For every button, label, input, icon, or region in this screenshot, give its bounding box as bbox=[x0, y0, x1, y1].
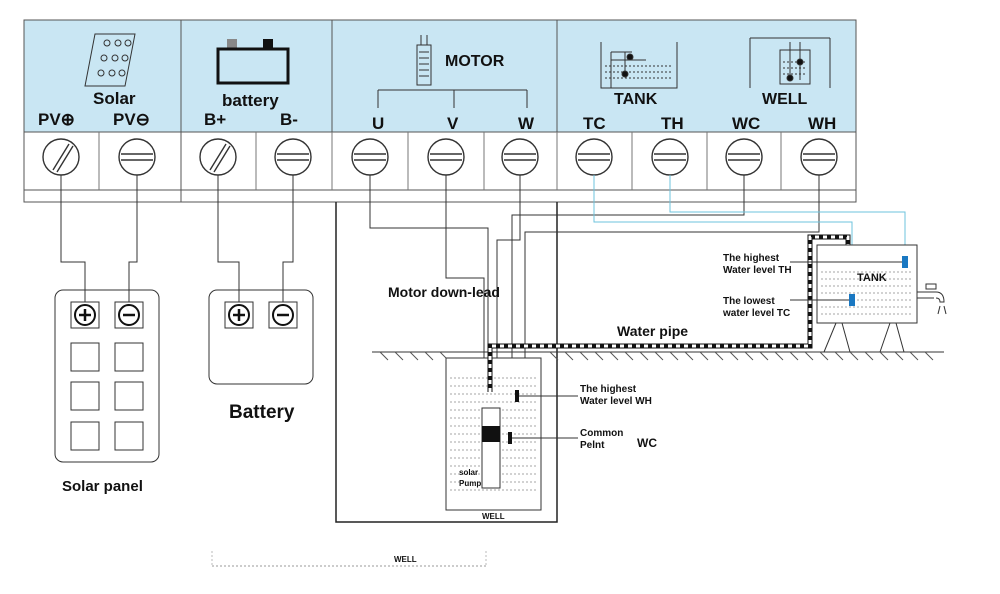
terminal-label-wh: WH bbox=[808, 114, 837, 133]
ground bbox=[372, 351, 944, 361]
panel-base bbox=[23, 189, 857, 203]
terminal-label-pv-plus: PV⊕ bbox=[38, 110, 75, 129]
screw-th bbox=[651, 138, 689, 176]
well-icon bbox=[749, 37, 831, 88]
header-well-label: WELL bbox=[762, 91, 808, 108]
power-wires bbox=[60, 175, 294, 302]
header-motor-label: MOTOR bbox=[445, 53, 505, 70]
terminal-label-v: V bbox=[447, 114, 459, 133]
controller-panel bbox=[23, 19, 857, 133]
terminal-label-u: U bbox=[372, 114, 385, 133]
motor-down-lead-label: Motor down-lead bbox=[388, 284, 500, 300]
terminal-label-w: W bbox=[518, 114, 535, 133]
header-solar-label: Solar bbox=[93, 89, 136, 108]
tank-highest-line1: The highest bbox=[723, 253, 780, 264]
solar-panel-icon bbox=[84, 33, 136, 87]
tank-highest-line2: Water level TH bbox=[723, 265, 792, 276]
tank-highest-label: The highest Water level TH bbox=[723, 253, 792, 277]
tank-device bbox=[816, 244, 918, 353]
common-point-line1: Common bbox=[580, 428, 624, 439]
well-highest-line1: The highest bbox=[580, 384, 637, 395]
well-inner-label: WELL bbox=[482, 512, 505, 521]
screw-w bbox=[501, 138, 539, 176]
solar-panel-device bbox=[54, 289, 160, 463]
screw-wc bbox=[725, 138, 763, 176]
tank-icon bbox=[600, 42, 678, 89]
screw-b-minus bbox=[274, 138, 312, 176]
water-pipe-hatch bbox=[488, 235, 850, 392]
terminal-label-th: TH bbox=[661, 114, 684, 133]
faucet-icon bbox=[917, 283, 947, 315]
terminal-label-tc: TC bbox=[583, 114, 606, 133]
screw-tc bbox=[575, 138, 613, 176]
terminal-label-b-plus: B+ bbox=[204, 110, 227, 129]
terminal-label-b-minus: B- bbox=[280, 110, 298, 129]
pump-label: solar Pump bbox=[459, 467, 481, 489]
screw-v bbox=[427, 138, 465, 176]
terminal-label-wc: WC bbox=[732, 114, 761, 133]
tank-annotation-lines bbox=[790, 261, 902, 301]
well-bottom-label: WELL bbox=[394, 555, 417, 564]
tank-lowest-label: The lowest water level TC bbox=[723, 296, 790, 320]
header-tank-label: TANK bbox=[614, 91, 658, 108]
pump-line2: Pump bbox=[459, 479, 482, 488]
motor-wires bbox=[369, 175, 521, 410]
water-pipe bbox=[487, 234, 851, 392]
tank-lowest-line2: water level TC bbox=[723, 308, 791, 319]
wc-label: WC bbox=[637, 436, 657, 450]
well-shaft bbox=[335, 202, 558, 523]
header-battery-label: battery bbox=[222, 91, 279, 110]
tank-lowest-line1: The lowest bbox=[723, 296, 775, 307]
well-pit bbox=[445, 357, 542, 511]
motor-icon bbox=[416, 35, 432, 86]
screw-u bbox=[351, 138, 389, 176]
well-annotation-lines bbox=[512, 395, 578, 439]
battery-device bbox=[208, 289, 314, 385]
well-highest-label: The highest Water level WH bbox=[580, 384, 652, 408]
well-highest-line2: Water level WH bbox=[580, 396, 652, 407]
screw-pv-plus bbox=[42, 138, 80, 176]
water-pipe-label: Water pipe bbox=[617, 323, 689, 339]
common-point-line2: Pelnt bbox=[580, 440, 605, 451]
screw-wh bbox=[800, 138, 838, 176]
screw-pv-minus bbox=[118, 138, 156, 176]
terminal-label-pv-minus: PV⊖ bbox=[113, 110, 150, 129]
terminal-screws bbox=[42, 138, 838, 176]
battery-icon bbox=[216, 39, 290, 85]
tank-inner-label: TANK bbox=[857, 272, 887, 284]
pump-line1: solar bbox=[459, 468, 479, 477]
well-sensor-wires bbox=[511, 175, 820, 440]
solar-panel-caption: Solar panel bbox=[62, 478, 143, 495]
terminal-dividers bbox=[98, 132, 782, 190]
screw-b-plus bbox=[199, 138, 237, 176]
common-point-label: Common Pelnt bbox=[580, 428, 623, 452]
motor-bracket bbox=[377, 89, 528, 108]
battery-caption: Battery bbox=[229, 402, 295, 423]
